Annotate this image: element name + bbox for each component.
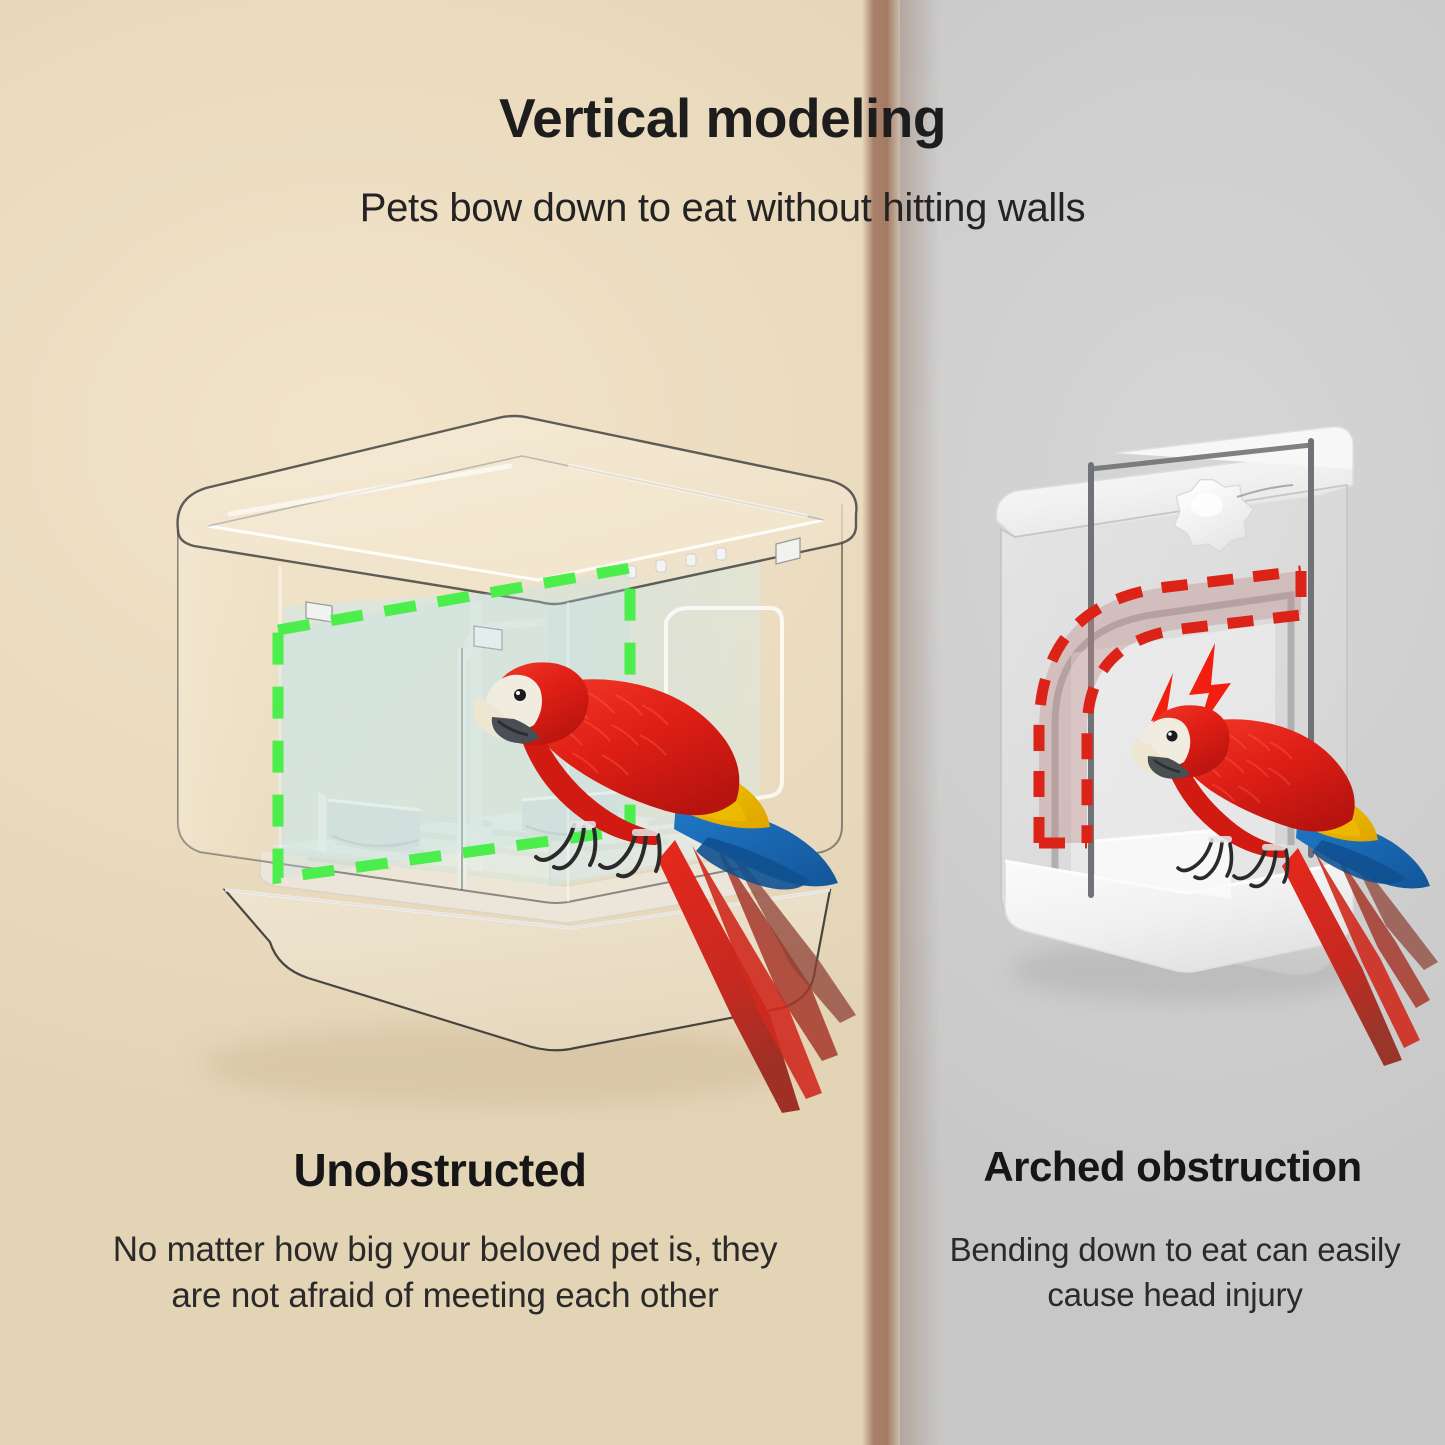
right-caption-body: Bending down to eat can easily cause hea… [949, 1231, 1401, 1313]
lightning-bolt-icon-large [1189, 643, 1231, 733]
left-caption-title: Unobstructed [293, 1144, 588, 1196]
lid-opening [208, 456, 824, 580]
feeder-back-plate [1114, 426, 1354, 469]
clear-box-left-face [178, 530, 280, 864]
parrot-feet [534, 823, 662, 879]
parrot-eye [514, 689, 526, 701]
left-caption-body: No matter how big your beloved pet is, t… [112, 1230, 778, 1315]
parrot-feet [1176, 838, 1290, 889]
parrot-foot-scales [1208, 836, 1286, 851]
right-panel-background [900, 0, 1445, 1445]
page-subheadline: Pets bow down to eat without hitting wal… [359, 186, 1086, 230]
right-caption-title: Arched obstruction [983, 1143, 1362, 1190]
feeder-food-step [1095, 829, 1231, 899]
feeder-adjustment-knob [1173, 479, 1255, 553]
parrot-head [1132, 705, 1230, 779]
arched-obstruction-highlight-region [1033, 565, 1307, 849]
interior-arch-rail [1051, 590, 1295, 869]
page-headline: Vertical modeling [499, 87, 946, 149]
left-parrot-scarlet-macaw [470, 655, 890, 1115]
parrot-foot-scales [570, 821, 658, 836]
parrot-eye [1166, 730, 1178, 742]
left-product-shadow [200, 1023, 800, 1107]
parrot-head [473, 662, 589, 745]
parrot-tail [1282, 840, 1438, 1066]
right-parrot-scarlet-macaw [1130, 700, 1445, 1070]
